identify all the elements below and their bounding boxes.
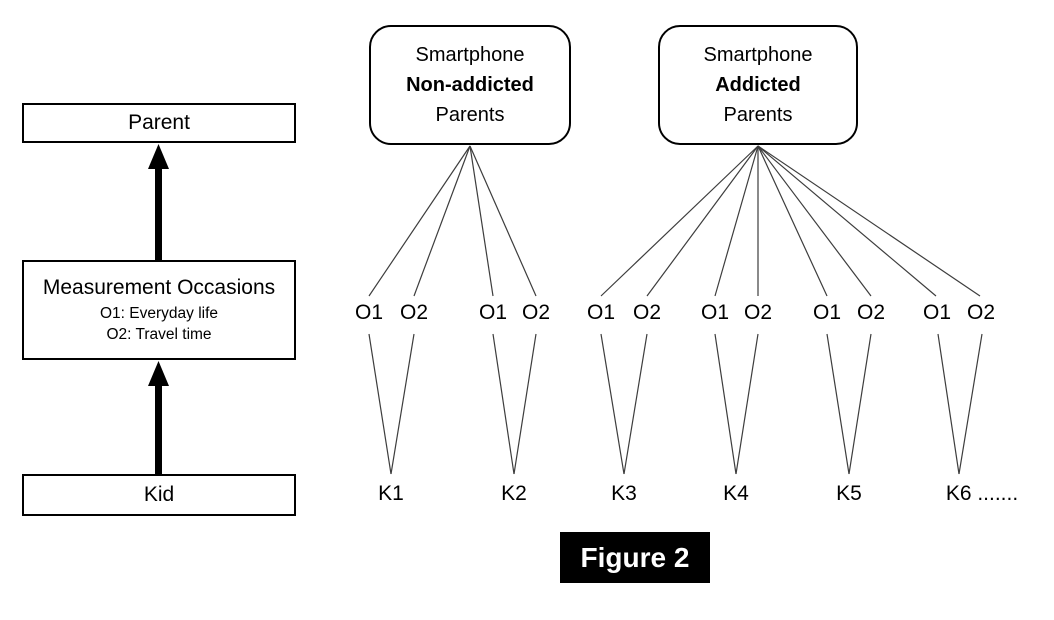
occasion-label: O1: [586, 301, 616, 324]
kid-label: K3: [611, 482, 637, 505]
kid-label: K5: [836, 482, 862, 505]
kid-box: Kid: [22, 474, 296, 516]
up-arrow-kid-to-measurement: [148, 361, 169, 474]
addicted-parents-box: Smartphone Addicted Parents: [658, 25, 858, 145]
kid-label: K4: [723, 482, 749, 505]
occasion-label: O2: [856, 301, 886, 324]
occasion-label: O1: [478, 301, 508, 324]
group-line: Smartphone: [703, 44, 813, 66]
kid-box-label: Kid: [143, 483, 175, 506]
group-line: Smartphone: [415, 44, 525, 66]
occasion-label: O2: [632, 301, 662, 324]
occasion-label: O1: [354, 301, 384, 324]
occasion-2-definition: O2: Travel time: [106, 325, 212, 343]
kid-label: K1: [378, 482, 404, 505]
group-line-emphasis: Addicted: [715, 74, 801, 96]
measurement-occasions-title: Measurement Occasions: [42, 275, 276, 299]
non-addicted-parents-box: Smartphone Non-addicted Parents: [369, 25, 571, 145]
occasion-label: O2: [743, 301, 773, 324]
parent-box: Parent: [22, 103, 296, 143]
occasion-to-kid-lines: [368, 333, 983, 475]
addicted-fan-lines: [600, 145, 981, 297]
kid-label: K6 .......: [945, 482, 1019, 505]
parent-box-label: Parent: [128, 111, 190, 134]
kid-label: K2: [501, 482, 527, 505]
occasion-label: O2: [966, 301, 996, 324]
occasion-label: O1: [700, 301, 730, 324]
occasion-label: O2: [521, 301, 551, 324]
group-line: Parents: [723, 104, 793, 126]
figure-caption-label: Figure 2: [580, 541, 690, 573]
group-line: Parents: [435, 104, 505, 126]
non-addicted-fan-lines: [368, 145, 537, 297]
measurement-occasions-box: Measurement Occasions O1: Everyday life …: [22, 260, 296, 360]
group-line-emphasis: Non-addicted: [406, 74, 534, 96]
up-arrow-measurement-to-parent: [148, 144, 169, 260]
occasion-1-definition: O1: Everyday life: [99, 304, 219, 322]
occasion-label: O1: [812, 301, 842, 324]
occasion-label: O2: [399, 301, 429, 324]
figure-caption: Figure 2: [560, 532, 710, 583]
occasion-label: O1: [922, 301, 952, 324]
